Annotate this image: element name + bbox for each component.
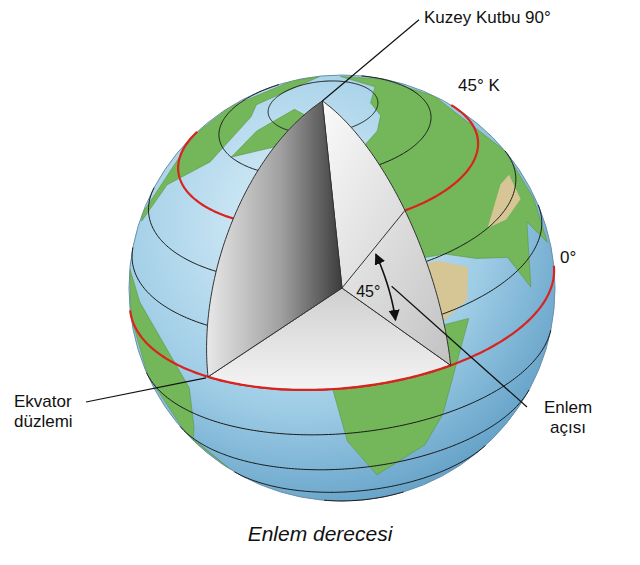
cut-face-right <box>322 101 450 365</box>
parallel <box>180 390 529 470</box>
caption: Enlem derecesi <box>248 522 393 546</box>
callout-label: Enlem açısı <box>532 398 604 437</box>
callout-label: 45° K <box>458 76 500 96</box>
radius-45 <box>342 210 405 288</box>
leader-line <box>322 20 419 101</box>
cut-face-left <box>207 101 342 377</box>
land <box>130 76 547 474</box>
callout-label: Ekvator düzlemi <box>14 392 104 431</box>
leader-line <box>392 286 527 407</box>
parallel <box>324 492 403 501</box>
leader-lines <box>86 20 527 407</box>
angle-label: 45° <box>356 283 380 301</box>
equator-edge <box>208 365 451 390</box>
callout-label: 0° <box>560 248 576 268</box>
parallel <box>234 445 485 492</box>
latitude-lines <box>130 76 554 501</box>
callout-label: Kuzey Kutbu 90° <box>424 8 551 28</box>
globe-ocean <box>129 75 555 501</box>
cutaway-wedge <box>207 101 451 390</box>
leader-line <box>86 378 206 402</box>
